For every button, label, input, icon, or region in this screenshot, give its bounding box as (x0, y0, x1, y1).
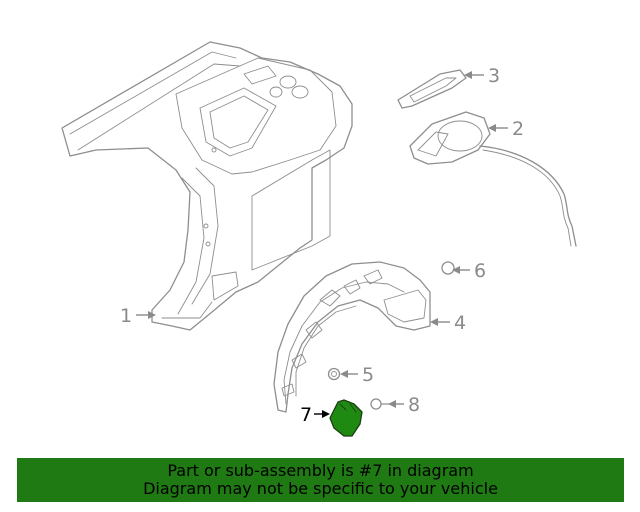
parts-diagram: 1 2 3 4 5 6 7 8 (61, 41, 577, 437)
wheel-liner[interactable] (273, 261, 431, 413)
callout-5: 5 (362, 364, 374, 386)
part-info-banner: Part or sub-assembly is #7 in diagram Di… (17, 458, 624, 502)
callout-4: 4 (454, 312, 466, 334)
callout-7: 7 (300, 404, 312, 426)
banner-line-2: Diagram may not be specific to your vehi… (143, 479, 498, 498)
fuel-door[interactable] (397, 69, 467, 109)
callout-8: 8 (408, 394, 420, 416)
banner-line-1: Part or sub-assembly is #7 in diagram (167, 461, 474, 480)
splash-shield[interactable] (329, 399, 363, 437)
quarter-panel[interactable] (61, 41, 353, 331)
callout-6: 6 (474, 260, 486, 282)
callout-arrows (136, 71, 508, 418)
fuel-door-housing[interactable] (409, 111, 577, 247)
callout-2: 2 (512, 118, 524, 140)
callout-1: 1 (120, 305, 132, 327)
callout-3: 3 (488, 65, 500, 87)
nut[interactable] (327, 367, 341, 381)
plug[interactable] (441, 261, 455, 275)
